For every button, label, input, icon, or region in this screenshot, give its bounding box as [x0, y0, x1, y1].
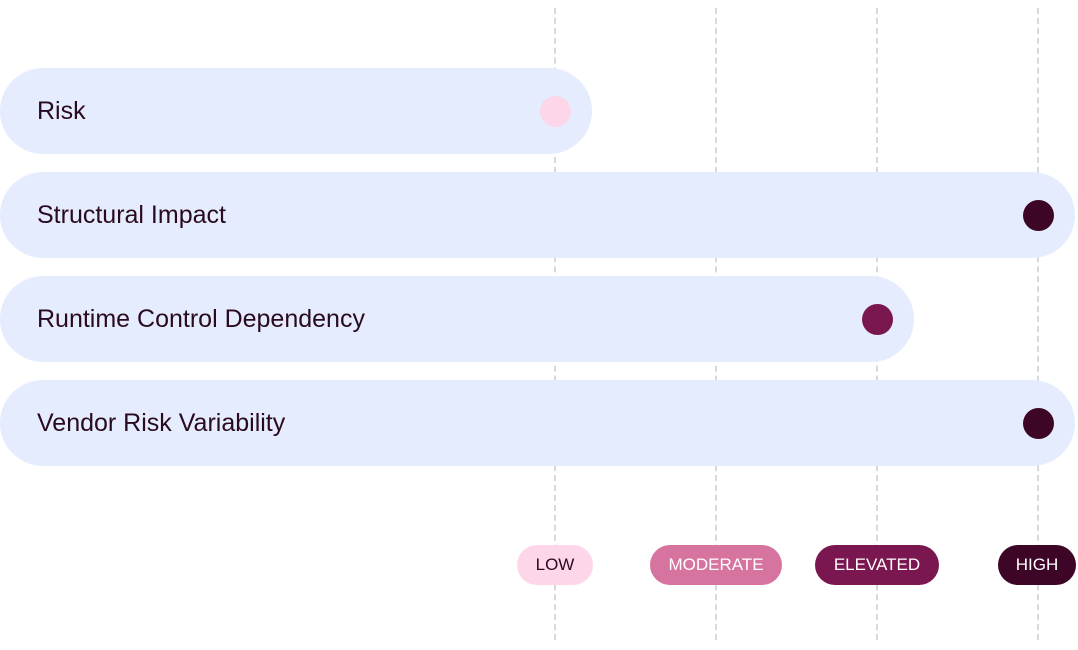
bar-structural-impact: Structural Impact [0, 172, 1075, 258]
bar-runtime-control-dependency: Runtime Control Dependency [0, 276, 914, 362]
bar-label: Runtime Control Dependency [37, 305, 365, 333]
level-pill-low: LOW [517, 545, 593, 585]
bar-risk: Risk [0, 68, 592, 154]
level-pill-elevated: ELEVATED [815, 545, 939, 585]
bar-label: Vendor Risk Variability [37, 409, 286, 437]
level-dot [1022, 199, 1054, 231]
bar-label: Risk [37, 97, 86, 125]
level-dot [539, 95, 571, 127]
level-pill-high: HIGH [998, 545, 1076, 585]
level-pill-moderate: MODERATE [650, 545, 782, 585]
bar-label: Structural Impact [37, 201, 226, 229]
bar-vendor-risk-variability: Vendor Risk Variability [0, 380, 1075, 466]
gridline-high [1037, 8, 1039, 640]
level-dot [1022, 407, 1054, 439]
level-dot [861, 303, 893, 335]
